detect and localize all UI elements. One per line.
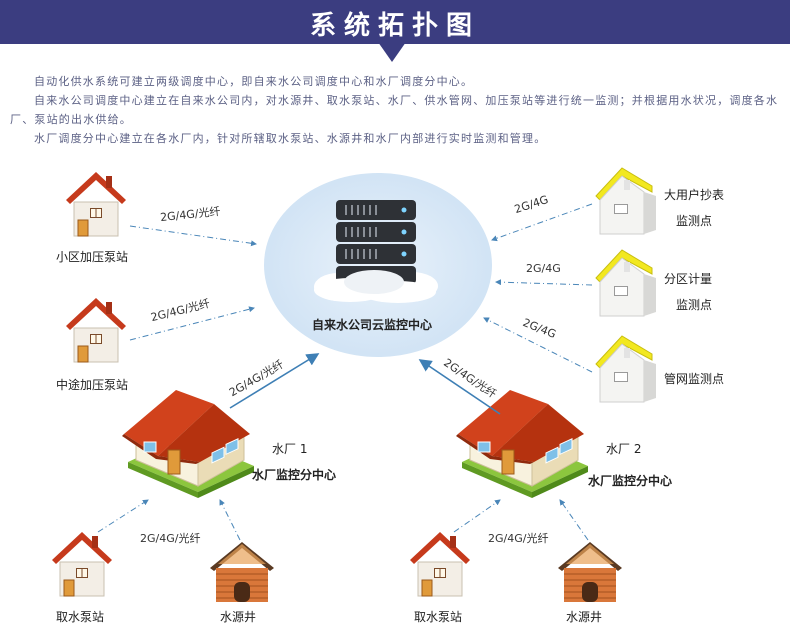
- log-house-icon-well-1: [209, 541, 275, 603]
- label-district-meter-1: 分区计量: [664, 272, 713, 286]
- house-icon-district-meter: [595, 249, 657, 317]
- log-house-icon-well-2: [557, 541, 623, 603]
- link-network-monitor: [483, 317, 593, 373]
- link-residential-pump: [129, 225, 257, 247]
- house-icon-intake-pump-1: [51, 531, 113, 597]
- cloud-backdrop: [264, 173, 492, 357]
- intro-paragraph-3: 水厂调度分中心建立在各水厂内，针对所辖取水泵站、水源井和水厂内部进行实时监测和管…: [34, 132, 547, 145]
- page-title: 系统拓扑图: [309, 11, 480, 41]
- link-intake-2: [453, 499, 501, 533]
- link-major-user: [491, 203, 593, 242]
- label-midway-pump: 中途加压泵站: [56, 378, 129, 392]
- intro-paragraph-2: 自来水公司调度中心建立在自来水公司内，对水源井、取水泵站、水厂、供水管网、加压泵…: [10, 94, 779, 126]
- intro-text: 自动化供水系统可建立两级调度中心，即自来水公司调度中心和水厂调度分中心。 自来水…: [10, 72, 780, 148]
- link-well-1: [219, 499, 241, 541]
- link-midway-pump: [129, 306, 255, 341]
- house-icon-major-user: [595, 167, 657, 235]
- intro-paragraph-1: 自动化供水系统可建立两级调度中心，即自来水公司调度中心和水厂调度分中心。: [34, 75, 474, 88]
- title-notch: [378, 42, 406, 62]
- plant-1-intake-pump-label: 取水泵站: [56, 610, 105, 624]
- center-label: 自来水公司云监控中心: [312, 318, 433, 332]
- label-major-user-2: 监测点: [676, 214, 713, 228]
- link-well-2: [559, 499, 589, 541]
- plant-2-name: 水厂 2: [606, 442, 642, 456]
- house-icon-residential-pump: [65, 171, 127, 237]
- plant-2-intake-pump-label: 取水泵站: [414, 610, 463, 624]
- plant-1-well-label: 水源井: [220, 610, 257, 624]
- plant-2-downlink-label: 2G/4G/光纤: [488, 532, 549, 545]
- plant-1-subcenter: 水厂监控分中心: [252, 468, 337, 482]
- link-district-meter: [495, 279, 593, 286]
- plant-1-downlink-label: 2G/4G/光纤: [140, 532, 201, 545]
- label-network-monitor: 管网监测点: [664, 372, 725, 386]
- house-icon-intake-pump-2: [409, 531, 471, 597]
- label-residential-pump: 小区加压泵站: [56, 250, 129, 264]
- link-plant-1: [229, 353, 320, 409]
- plant-2-well-label: 水源井: [566, 610, 603, 624]
- label-major-user-1: 大用户抄表: [664, 188, 725, 202]
- plant-1-name: 水厂 1: [272, 442, 308, 456]
- link-label-district-meter: 2G/4G: [526, 262, 561, 275]
- plant-2-subcenter: 水厂监控分中心: [588, 474, 673, 488]
- plant-icon-2: [455, 389, 589, 499]
- link-plant-2: [418, 359, 501, 415]
- title-bar: [0, 0, 790, 44]
- server-icon: [314, 200, 438, 303]
- label-district-meter-2: 监测点: [676, 298, 713, 312]
- house-icon-midway-pump: [65, 297, 127, 363]
- link-intake-1: [97, 499, 149, 533]
- house-icon-network-monitor: [595, 335, 657, 403]
